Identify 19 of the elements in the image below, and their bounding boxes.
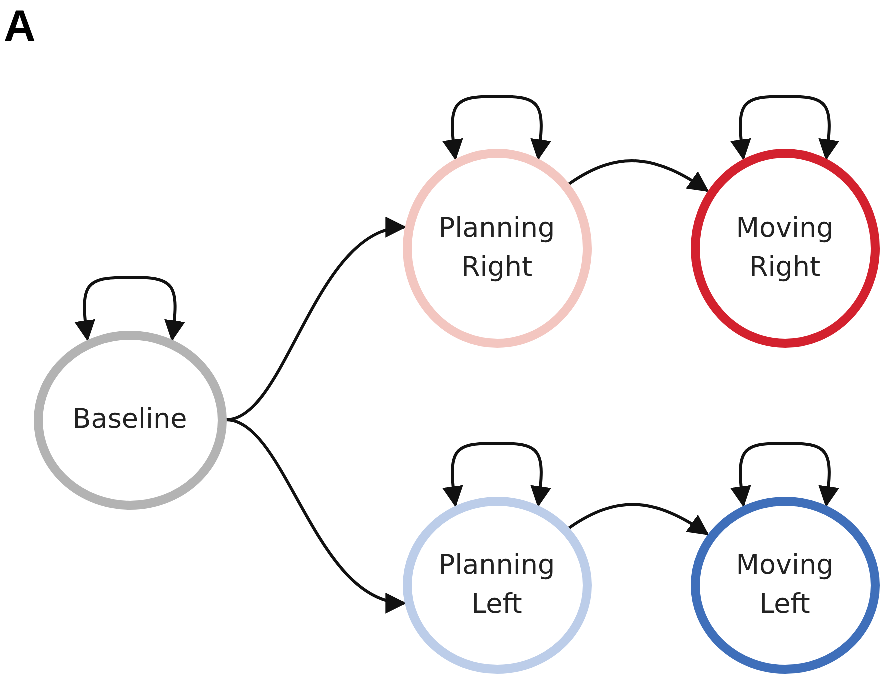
- arrow: [568, 160, 710, 192]
- self-loop-arrow: [442, 95, 552, 161]
- self-loop-arrow: [730, 442, 840, 508]
- state-label: Moving Right: [735, 212, 835, 285]
- state-circle: [402, 148, 592, 348]
- panel-letter: A: [4, 2, 36, 52]
- self-loop-arrow: [442, 442, 552, 508]
- state-label: Planning Right: [438, 212, 556, 285]
- arrow: [226, 418, 407, 611]
- state-circle: [690, 148, 880, 348]
- self-loop-arrow: [74, 276, 186, 342]
- self-loop-arrow: [730, 95, 840, 161]
- state-circle: [690, 496, 880, 674]
- state-label: Baseline: [72, 403, 188, 438]
- state-circle: [34, 330, 226, 510]
- arrow: [568, 503, 710, 536]
- state-circle: [402, 496, 592, 674]
- state-label: Planning Left: [438, 548, 556, 622]
- state-label: Moving Left: [735, 548, 835, 622]
